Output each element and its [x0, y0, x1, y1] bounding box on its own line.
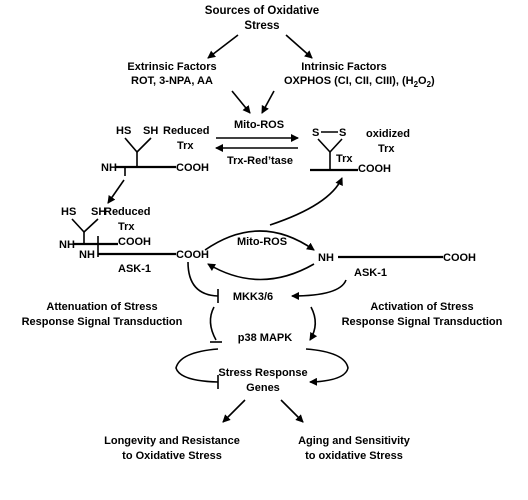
intrinsic-items: OXPHOS (CI, CII, CIII), (H2O2) [284, 75, 435, 89]
complex-ask-label: ASK-1 [118, 263, 151, 275]
arrow-mkk-to-p38 [309, 306, 318, 341]
trx-ask1-complex: HS SH Reduced Trx NH COOH NH COOH ASK-1 [59, 206, 209, 275]
oxidized-trx-trx: Trx [336, 153, 353, 165]
arrow-genes-to-longevity [222, 399, 246, 423]
aging-line2: to oxidative Stress [305, 450, 403, 462]
arrow-genes-to-aging [280, 399, 304, 423]
mito-ros-top: Mito-ROS [234, 119, 284, 131]
activation-line1: Activation of Stress [370, 301, 473, 313]
oxidized-trx-label-line1: oxidized [366, 128, 410, 140]
complex-cooh-ask: COOH [176, 249, 209, 261]
arrow-title-to-extrinsic [207, 34, 239, 59]
oxidized-trx-s2: S [339, 127, 346, 139]
complex-sh: SH [91, 206, 106, 218]
free-ask-cooh: COOH [443, 252, 476, 264]
arrow-reduced-trx-to-complex [107, 179, 125, 204]
oxidized-trx-cooh: COOH [358, 163, 391, 175]
arrow-title-to-intrinsic [285, 34, 313, 59]
complex-nh-top: NH [59, 239, 75, 251]
title-line1: Sources of Oxidative [205, 5, 319, 17]
reduced-trx-nh: NH [101, 162, 117, 174]
inhibit-mkk-to-p38 [209, 306, 217, 341]
genes-line1: Stress Response [218, 367, 307, 379]
title-line2: Stress [244, 20, 279, 32]
reduced-trx-structure: HS SH Reduced Trx NH COOH [101, 125, 209, 176]
attenuation-line1: Attenuation of Stress [46, 301, 157, 313]
oxidized-trx-s1: S [312, 127, 319, 139]
inhibit-complex-to-mkk [187, 261, 219, 297]
activation-line2: Response Signal Transduction [342, 316, 503, 328]
trx-reductase-label: Trx-Red’tase [227, 155, 293, 167]
arrow-free-ask-to-mkk [291, 279, 347, 300]
longevity-line2: to Oxidative Stress [122, 450, 222, 462]
complex-cooh-top: COOH [118, 236, 151, 248]
complex-nh-ask: NH [79, 249, 95, 261]
reduced-trx-cooh: COOH [176, 162, 209, 174]
arrow-curve-to-oxidized-trx [269, 177, 343, 226]
free-ask1-structure: NH COOH ASK-1 [318, 252, 476, 279]
reduced-trx-label-line1: Reduced [163, 125, 209, 137]
oxidized-trx-label-line2: Trx [378, 143, 395, 155]
intrinsic-title: Intrinsic Factors [301, 61, 387, 73]
reduced-trx-label-line2: Trx [177, 140, 194, 152]
attenuation-line2: Response Signal Transduction [22, 316, 183, 328]
longevity-line1: Longevity and Resistance [104, 435, 240, 447]
complex-label-line2: Trx [118, 221, 135, 233]
free-ask-nh: NH [318, 252, 334, 264]
reduced-trx-hs: HS [116, 125, 131, 137]
arrow-free-ask-to-complex [207, 263, 315, 281]
extrinsic-title: Extrinsic Factors [127, 61, 216, 73]
arrow-p38-to-genes [305, 348, 349, 386]
complex-hs: HS [61, 206, 76, 218]
oxidized-trx-structure: S S Trx COOH oxidized Trx [310, 127, 410, 175]
free-ask-label: ASK-1 [354, 267, 387, 279]
genes-line2: Genes [246, 382, 280, 394]
arrow-extrinsic-to-mito-ros [231, 90, 251, 114]
p38-label: p38 MAPK [238, 332, 292, 344]
arrow-complex-to-free-ask [204, 230, 315, 251]
inhibit-p38-to-genes [175, 348, 219, 383]
extrinsic-items: ROT, 3-NPA, AA [131, 75, 213, 87]
complex-label-line1: Reduced [104, 206, 150, 218]
mito-ros-middle: Mito-ROS [237, 236, 287, 248]
aging-line1: Aging and Sensitivity [298, 435, 411, 447]
reduced-trx-sh: SH [143, 125, 158, 137]
mkk-label: MKK3/6 [233, 291, 273, 303]
arrow-intrinsic-to-mito-ros [261, 90, 275, 114]
